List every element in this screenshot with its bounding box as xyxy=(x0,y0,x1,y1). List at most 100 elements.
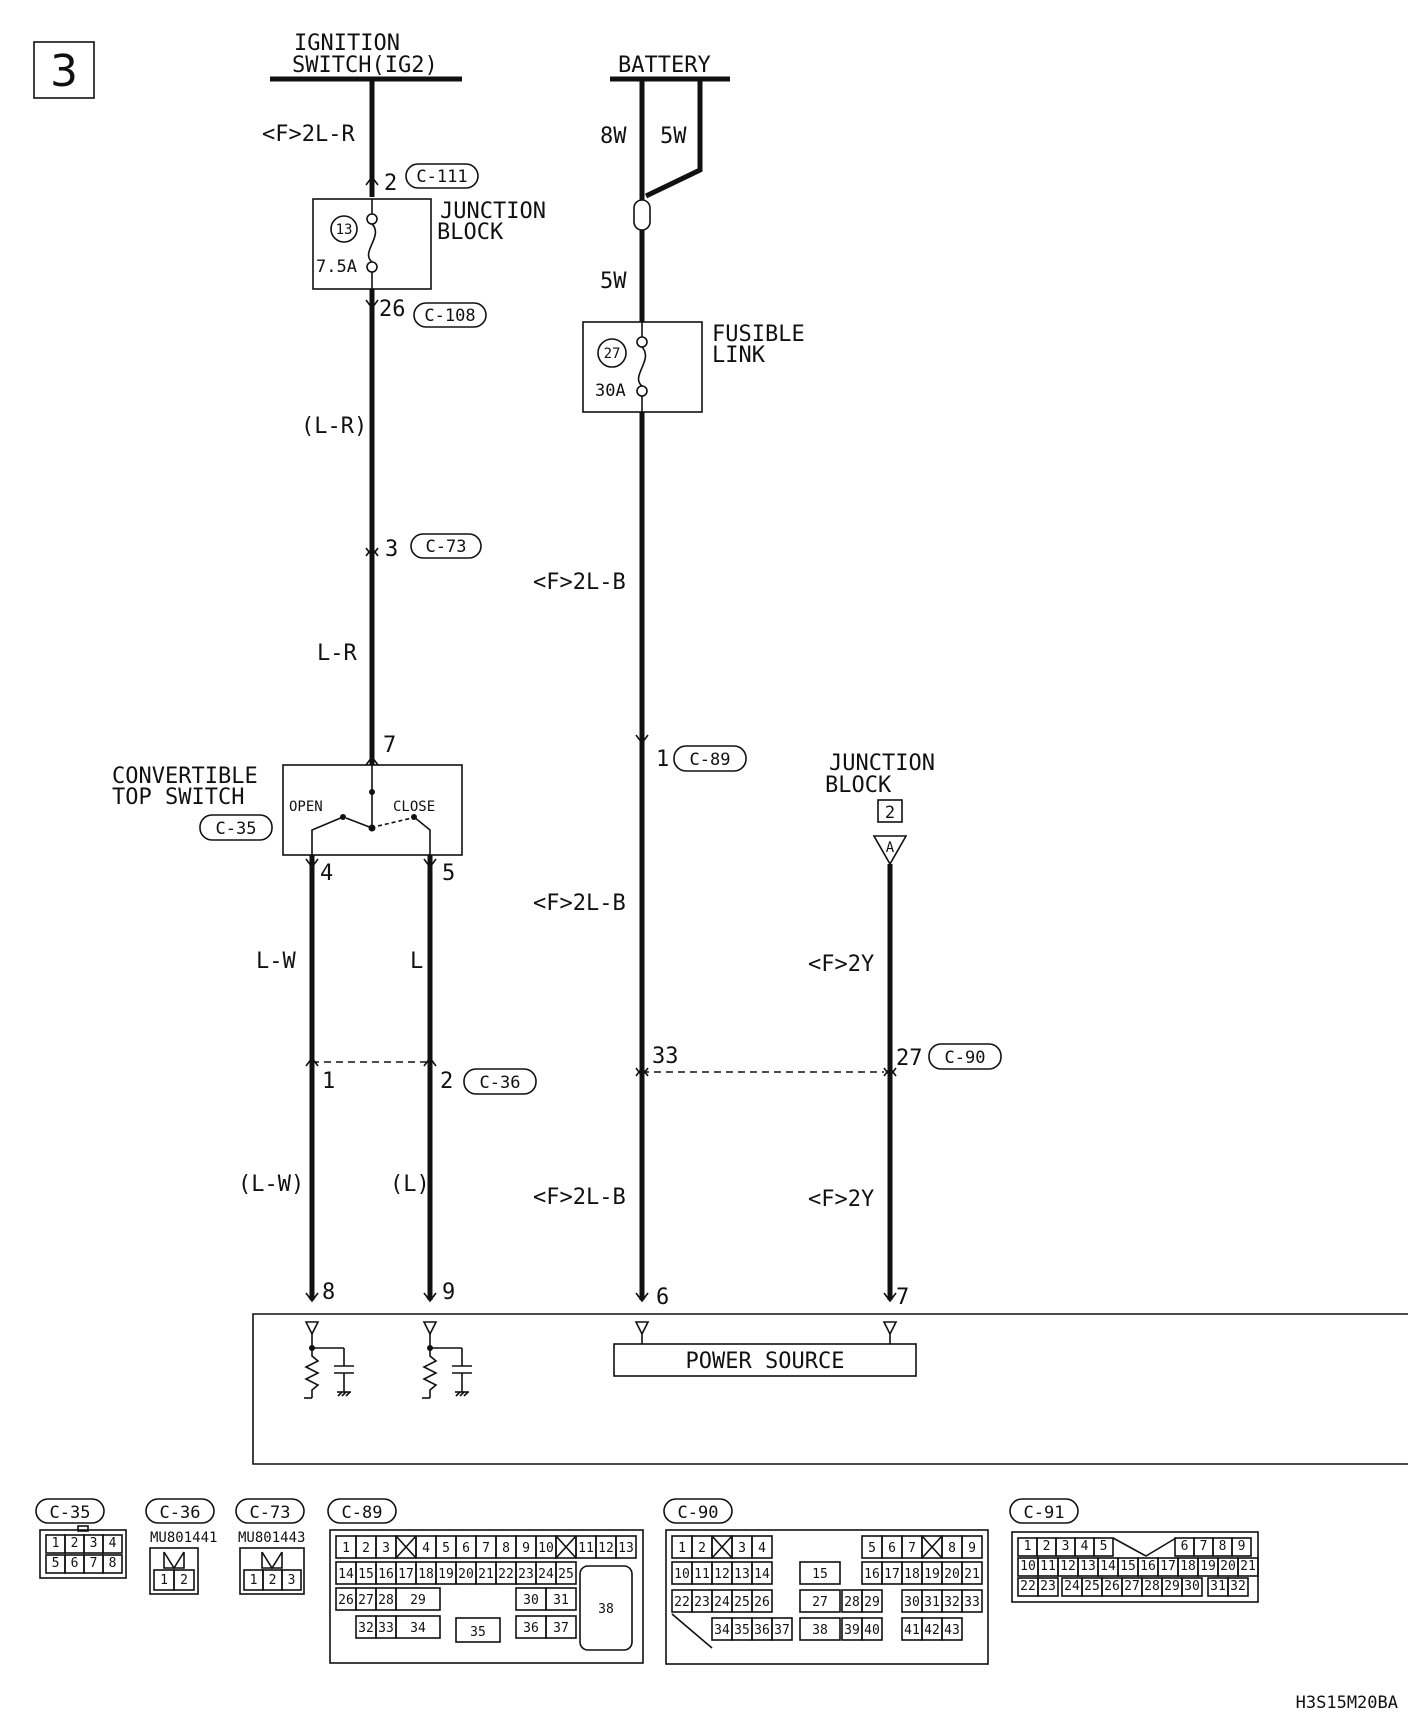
jb2-letter: A xyxy=(886,840,895,856)
conn-view-c89-r2-pin: 16 xyxy=(378,1567,394,1582)
wire-label-2l-b-2: <F>2L-B xyxy=(533,891,626,916)
conn-view-c89-r4c-cell xyxy=(455,1617,501,1643)
conn-view-c89-r1-pin: 10 xyxy=(538,1541,554,1556)
conn-c35: C-35 xyxy=(216,819,257,839)
conn-view-c90-r2b-pin: 21 xyxy=(964,1567,980,1582)
conn-view-c89-r2-pin: 25 xyxy=(558,1567,574,1582)
conn-view-c89-big xyxy=(579,1565,633,1651)
conn-view-c36-label: C-36 xyxy=(160,1503,201,1523)
fuse-13-rating: 7.5A xyxy=(316,257,357,277)
connector-mark xyxy=(635,734,649,745)
connector-mark xyxy=(305,858,437,869)
conn-c90-frame xyxy=(928,1043,1002,1070)
conn-view-c89-r2-pin: 19 xyxy=(438,1567,454,1582)
conn-view-c91-r2-pin: 15 xyxy=(1120,1559,1136,1574)
conn-c35-frame xyxy=(199,814,273,841)
conn-view-c90-r4a-pin: 37 xyxy=(774,1623,790,1638)
conn-view-c89-r3a-pin: 28 xyxy=(378,1593,394,1608)
connector-mark xyxy=(883,1066,897,1078)
conn-view-c90-r1b-cell xyxy=(961,1535,983,1559)
conn-view-c91-r2-pin: 18 xyxy=(1180,1559,1196,1574)
power-in-6 xyxy=(634,1321,650,1344)
conn-view-c36-cell xyxy=(173,1569,195,1591)
ignition-title-2: SWITCH(IG2) xyxy=(292,53,438,78)
conn-view-c90-r1b-blank xyxy=(921,1535,943,1559)
conn-view-c89-r3c-pin: 30 xyxy=(523,1593,539,1608)
fuse-27-number: 27 xyxy=(604,346,621,362)
conn-view-c90-r2b-cell xyxy=(961,1561,983,1585)
conn-view-c89-r2-pin: 20 xyxy=(458,1567,474,1582)
conn-view-c35-key xyxy=(77,1525,89,1532)
conn-view-c89-r3c-cell xyxy=(545,1587,577,1611)
switch-open-lead xyxy=(311,816,344,855)
conn-view-c91-key xyxy=(1112,1537,1177,1557)
conn-view-c90-r4a-pin: 35 xyxy=(734,1623,750,1638)
page-number: 3 xyxy=(50,46,78,97)
pin-33: 33 xyxy=(652,1044,679,1069)
conn-view-c90-r3a-pin: 25 xyxy=(734,1595,750,1610)
conn-view-c90-r4a-cell xyxy=(771,1617,793,1641)
conn-c36: C-36 xyxy=(480,1073,521,1093)
conn-view-c91-r1a-pin: 4 xyxy=(1081,1539,1089,1554)
conn-view-c89-r4d-pin: 36 xyxy=(523,1621,539,1636)
switch-close-arm xyxy=(377,817,413,827)
conn-view-c73-part: MU801443 xyxy=(238,1530,305,1546)
conn-view-c90-r3b-pin: 31 xyxy=(924,1595,940,1610)
conn-view-c91-r3a-cell xyxy=(1037,1577,1059,1597)
conn-view-c36-key xyxy=(163,1551,185,1570)
conn-view-c89-r4b-cell xyxy=(395,1615,441,1639)
wire-label-5w-top: 5W xyxy=(660,124,687,149)
conn-view-c91-r2-pin: 19 xyxy=(1200,1559,1216,1574)
conn-view-c91-r1a-pin: 5 xyxy=(1100,1539,1108,1554)
conn-view-c90-mid4-cell xyxy=(799,1617,841,1641)
conn-view-c90-body xyxy=(665,1529,989,1665)
conn-view-c35-r2-pin: 8 xyxy=(109,1556,117,1571)
conn-c73-frame xyxy=(410,533,482,559)
conn-view-c89-r1-blank xyxy=(395,1535,417,1559)
conn-view-c91-r3a-pin: 22 xyxy=(1020,1579,1036,1594)
conn-view-c89-r1-pin: 9 xyxy=(522,1541,530,1556)
conn-view-c89-r2-cell xyxy=(555,1561,577,1585)
conn-view-c89-r1-pin: 4 xyxy=(422,1541,430,1556)
conn-view-c35-r2-cell xyxy=(102,1554,123,1574)
switch-pin-top: 7 xyxy=(383,733,396,758)
conn-c111: C-111 xyxy=(416,167,467,187)
conn-view-c90-r1a-pin: 2 xyxy=(698,1541,706,1556)
conn-view-c90-r4a-pin: 34 xyxy=(714,1623,730,1638)
ecu-frame xyxy=(252,1313,1408,1465)
conn-view-c90-r1a-pin: 1 xyxy=(678,1541,686,1556)
conn-view-c89-r4a-pin: 33 xyxy=(378,1621,394,1636)
fuse-27-element xyxy=(637,346,647,387)
fuse-13-element xyxy=(367,223,377,263)
c36-pin1: 1 xyxy=(322,1069,335,1094)
jb2-title-2: BLOCK xyxy=(825,773,892,798)
conn-view-c90-r1a-pin: 3 xyxy=(738,1541,746,1556)
wire-label-2l-b-1: <F>2L-B xyxy=(533,570,626,595)
conn-view-c90-r2a-pin: 11 xyxy=(694,1567,710,1582)
conn-view-c90-r4b-pin: 41 xyxy=(904,1623,920,1638)
conn-view-c90-r3a-pin: 26 xyxy=(754,1595,770,1610)
power-source-box xyxy=(613,1343,917,1377)
conn-view-c90-r2a-cell xyxy=(751,1561,773,1585)
conn-view-c89-r1-pin: 3 xyxy=(382,1541,390,1556)
conn-view-c89-r1-pin: 8 xyxy=(502,1541,510,1556)
conn-view-c90-mid4b-pin: 40 xyxy=(864,1623,880,1638)
conn-view-c90-r3b-pin: 30 xyxy=(904,1595,920,1610)
ignition-title-1: IGNITION xyxy=(294,31,400,56)
conn-view-c89-r2-pin: 24 xyxy=(538,1567,554,1582)
ecu-pin-7: 7 xyxy=(896,1285,909,1310)
conn-view-c89-r3a-pin: 27 xyxy=(358,1593,374,1608)
switch-title-1: CONVERTIBLE xyxy=(112,764,258,789)
conn-view-c35-body xyxy=(39,1529,127,1579)
conn-view-c90-r2a-pin: 12 xyxy=(714,1567,730,1582)
conn-view-c90-mid4b-cell xyxy=(861,1617,883,1641)
conn-view-c89-r1-pin: 7 xyxy=(482,1541,490,1556)
connector-mark xyxy=(635,1066,649,1078)
conn-view-c91-r2-cell xyxy=(1237,1557,1259,1577)
conn-view-c89-r4d-pin: 37 xyxy=(553,1621,569,1636)
conn-view-c90-r2b-pin: 19 xyxy=(924,1567,940,1582)
conn-view-c91-r3b-pin: 25 xyxy=(1084,1579,1100,1594)
jb-pin-in: 2 xyxy=(384,171,397,196)
